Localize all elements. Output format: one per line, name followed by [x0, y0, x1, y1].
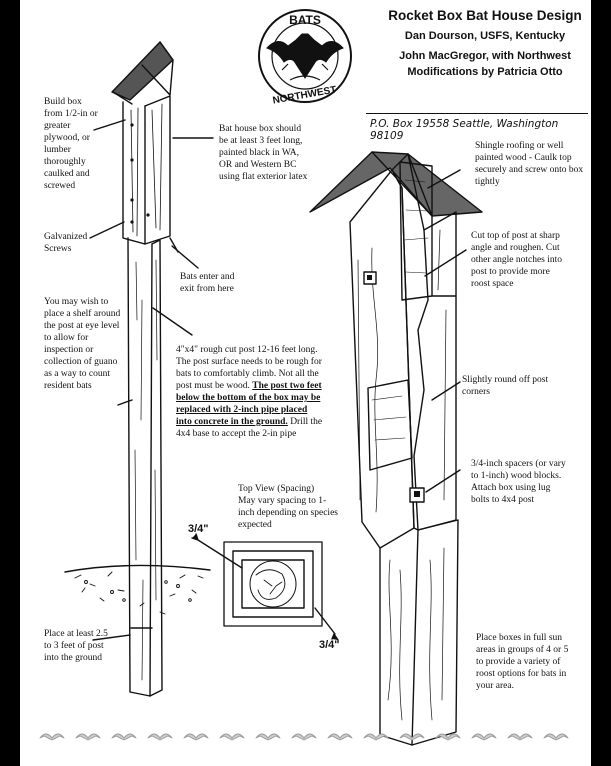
logo-top-text: BATS — [289, 13, 321, 27]
logo-bottom-text: NORTHWEST — [272, 85, 337, 107]
note-bats-enter: Bats enter and exit from here — [180, 272, 235, 294]
bats-northwest-logo: BATS NORTHWEST — [258, 9, 352, 107]
note-box-length: Bat house box should be at least 3 feet … — [219, 124, 308, 182]
note-shelf: You may wish to place a shelf around the… — [44, 297, 121, 391]
left-pole-drawing — [64, 41, 214, 697]
note-screws: Galvanized Screws — [44, 232, 88, 254]
credit-line-3: Modifications by Patricia Otto — [407, 66, 563, 78]
top-view-desc: May vary spacing to 1-inch depending on … — [238, 496, 338, 530]
note-roof: Shingle roofing or well painted wood - C… — [475, 141, 584, 187]
right-box-drawing — [309, 151, 483, 746]
top-view-dim-top: 3/4" — [188, 523, 209, 535]
note-spacers: 3/4-inch spacers (or vary to 1-inch) woo… — [471, 459, 566, 505]
note-post: 4"x4" rough cut post 12-16 feet long. Th… — [176, 344, 324, 440]
note-post-drill: Drill the 4x4 base to accept the 2-in pi… — [176, 417, 323, 439]
bat-house-drawing: BATS NORTHWEST 3/4" 3/4" — [39, 9, 569, 746]
note-post-pipe: The post two feet below the bottom of th… — [176, 381, 322, 427]
credit-line-2: John MacGregor, with Northwest — [399, 50, 571, 62]
bat-border — [39, 733, 569, 741]
top-view-title: Top View (Spacing) — [238, 484, 315, 494]
credit-line-1: Dan Dourson, USFS, Kentucky — [404, 30, 566, 42]
note-round: Slightly round off post corners — [462, 375, 549, 397]
bat-house-sheet: BATS NORTHWEST 3/4" 3/4" Rocket Box Bat … — [20, 0, 591, 766]
note-post-intro: 4"x4" rough cut post 12-16 feet long. Th… — [176, 345, 322, 391]
note-cut-top: Cut top of post at sharp angle and rough… — [471, 231, 563, 289]
note-place: Place boxes in full sun areas in groups … — [476, 633, 569, 691]
top-view-dim-bottom: 3/4" — [319, 639, 340, 651]
note-build-box: Build box from 1/2-in or greater plywood… — [44, 97, 98, 191]
address: P.O. Box 19558 Seattle, Washington 98109 — [370, 118, 559, 142]
page-title: Rocket Box Bat House Design — [388, 8, 582, 23]
top-view-drawing — [191, 533, 339, 641]
header-rule — [366, 113, 588, 114]
note-depth: Place at least 2.5 to 3 feet of post int… — [44, 629, 108, 663]
